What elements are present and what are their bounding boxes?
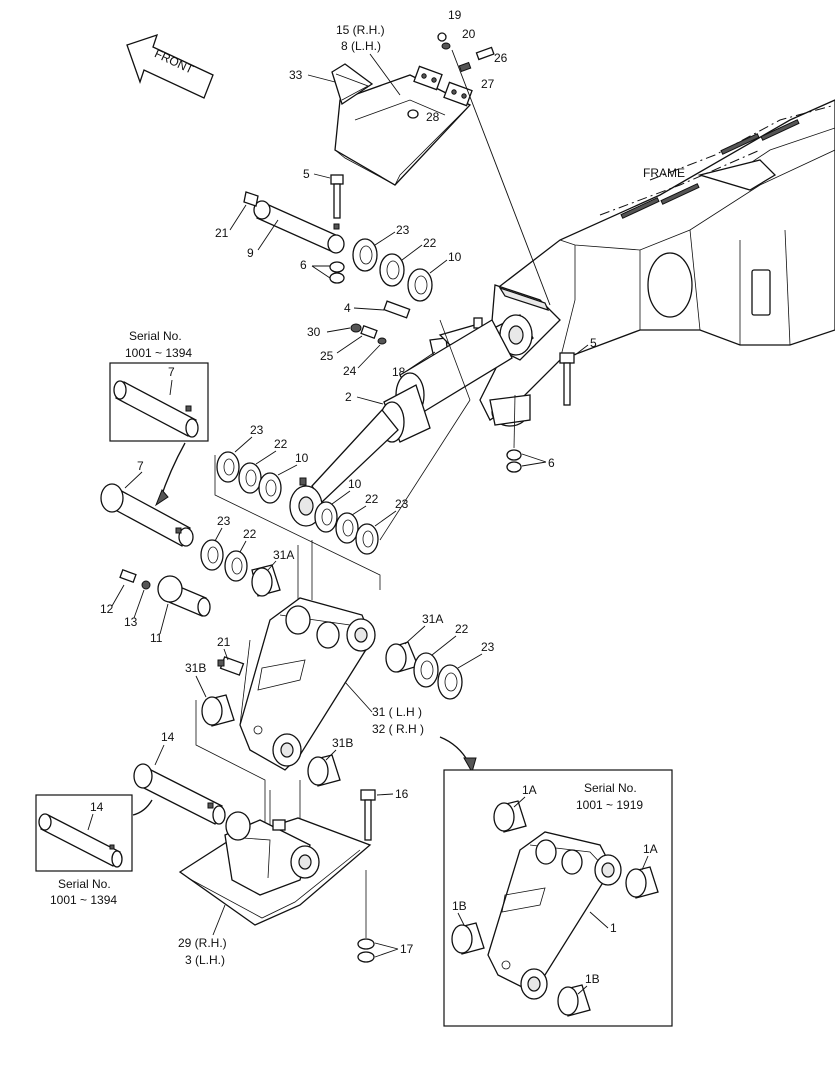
serial-box-pin7-title: Serial No. bbox=[129, 329, 182, 343]
label-10-mid-r: 10 bbox=[348, 477, 362, 491]
bushings-right bbox=[385, 641, 463, 700]
bolt-16 bbox=[360, 789, 376, 841]
serial-box-pin7 bbox=[109, 362, 209, 442]
label-22-mid-r: 22 bbox=[365, 492, 379, 506]
bracket-29-3 bbox=[178, 811, 372, 926]
label-1A-top: 1A bbox=[522, 783, 537, 797]
pin-11-group bbox=[119, 569, 211, 617]
serial-box-link1-title: Serial No. bbox=[584, 781, 637, 795]
label-22-right: 22 bbox=[455, 622, 469, 636]
label-21-mid: 21 bbox=[217, 635, 231, 649]
label-6-top: 6 bbox=[300, 258, 307, 272]
washers-mid-right bbox=[314, 501, 379, 555]
label-14-box: 14 bbox=[90, 800, 104, 814]
frame-structure: FRAME bbox=[479, 99, 835, 421]
label-21-top: 21 bbox=[215, 226, 229, 240]
label-31A-right: 31A bbox=[422, 612, 443, 626]
label-31-32-line1: 31 ( L.H ) bbox=[372, 705, 422, 719]
label-33: 33 bbox=[289, 68, 303, 82]
label-22-low: 22 bbox=[243, 527, 257, 541]
nuts-6-top bbox=[329, 261, 345, 284]
label-1B-right: 1B bbox=[585, 972, 600, 986]
label-26: 26 bbox=[494, 51, 508, 65]
label-1: 1 bbox=[610, 921, 617, 935]
frame-label: FRAME bbox=[643, 166, 685, 180]
label-25: 25 bbox=[320, 349, 334, 363]
serial-box-pin14-range: 1001 ~ 1394 bbox=[50, 893, 117, 907]
label-13: 13 bbox=[124, 615, 138, 629]
label-23-low: 23 bbox=[217, 514, 231, 528]
label-15-8-line2: 8 (L.H.) bbox=[341, 39, 381, 53]
bolt-5-right bbox=[506, 352, 575, 473]
washers-mid-left bbox=[216, 451, 282, 504]
label-4: 4 bbox=[344, 301, 351, 315]
cover-plate bbox=[331, 63, 473, 186]
pin-7 bbox=[100, 483, 194, 547]
pin-9 bbox=[243, 191, 345, 254]
hydraulic-cylinder-2 bbox=[289, 314, 534, 527]
link-31-32 bbox=[239, 597, 376, 771]
serial-box-pin14-title: Serial No. bbox=[58, 877, 111, 891]
label-14: 14 bbox=[161, 730, 175, 744]
serial-box-link1 bbox=[443, 769, 673, 1027]
label-23-right: 23 bbox=[481, 640, 495, 654]
bolt-5-top bbox=[330, 174, 344, 219]
washers-top bbox=[352, 238, 433, 302]
label-7: 7 bbox=[137, 459, 144, 473]
label-29-3-line2: 3 (L.H.) bbox=[185, 953, 225, 967]
label-28: 28 bbox=[426, 110, 440, 124]
label-1B-left: 1B bbox=[452, 899, 467, 913]
bushings-31B bbox=[201, 694, 341, 787]
label-29-3-line1: 29 (R.H.) bbox=[178, 936, 227, 950]
label-31A-left: 31A bbox=[273, 548, 294, 562]
label-20: 20 bbox=[462, 27, 476, 41]
label-7-box: 7 bbox=[168, 365, 175, 379]
label-12: 12 bbox=[100, 602, 114, 616]
label-17: 17 bbox=[400, 942, 414, 956]
label-6-right: 6 bbox=[548, 456, 555, 470]
label-9: 9 bbox=[247, 246, 254, 260]
label-16: 16 bbox=[395, 787, 409, 801]
label-30: 30 bbox=[307, 325, 321, 339]
front-arrow-icon: FRONT bbox=[126, 33, 214, 99]
label-2: 2 bbox=[345, 390, 352, 404]
grease-fitting-21 bbox=[217, 656, 245, 676]
label-11: 11 bbox=[150, 631, 163, 645]
label-15-8-line1: 15 (R.H.) bbox=[336, 23, 385, 37]
label-5-top: 5 bbox=[303, 167, 310, 181]
label-5-right: 5 bbox=[590, 336, 597, 350]
serial-box-pin7-range: 1001 ~ 1394 bbox=[125, 346, 192, 360]
label-23-mid-l: 23 bbox=[250, 423, 264, 437]
nuts-17 bbox=[357, 870, 375, 963]
washers-low bbox=[200, 539, 281, 597]
serial-box-link1-range: 1001 ~ 1919 bbox=[576, 798, 643, 812]
label-19: 19 bbox=[448, 8, 462, 22]
label-31B-left: 31B bbox=[185, 661, 206, 675]
pin-14 bbox=[133, 763, 226, 825]
serial-box-pin14 bbox=[35, 794, 133, 872]
label-31B-right: 31B bbox=[332, 736, 353, 750]
label-22-mid-l: 22 bbox=[274, 437, 288, 451]
fasteners-19-20-26-27 bbox=[437, 32, 551, 306]
label-23-top: 23 bbox=[396, 223, 410, 237]
label-1A-right: 1A bbox=[643, 842, 658, 856]
label-22-top: 22 bbox=[423, 236, 437, 250]
label-10-top: 10 bbox=[448, 250, 462, 264]
label-31-32-line2: 32 ( R.H ) bbox=[372, 722, 424, 736]
label-27: 27 bbox=[481, 77, 495, 91]
label-24: 24 bbox=[343, 364, 357, 378]
curved-pointer-arrow-icon-3 bbox=[132, 799, 153, 816]
label-10-mid-l: 10 bbox=[295, 451, 309, 465]
